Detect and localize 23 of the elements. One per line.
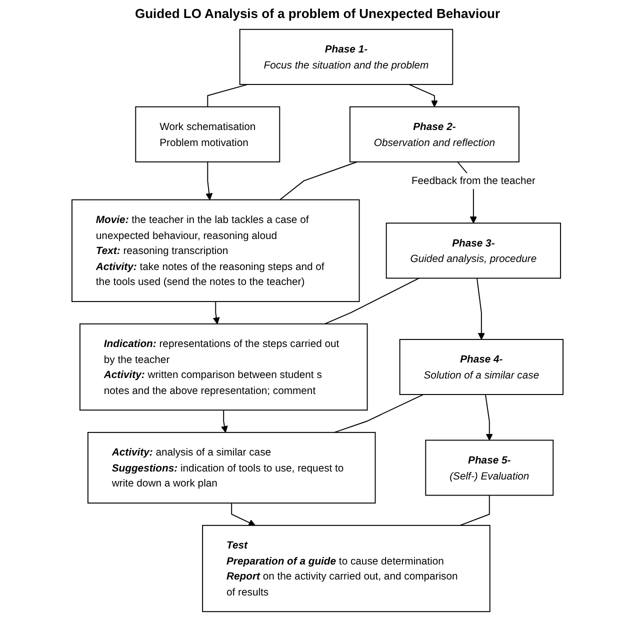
arrow [212, 301, 220, 324]
diagram-title: Guided LO Analysis of a problem of Unexpected Behaviour [134, 5, 502, 23]
node-box: Phase 3- Guided analysis, procedure [386, 222, 562, 279]
node-box: Phase 4- Solution of a similar case [399, 338, 564, 395]
arrow [220, 410, 228, 433]
arrow [484, 394, 493, 441]
arrow [231, 502, 256, 526]
node-box: Movie: the teacher in the lab tackles a case of unexpected behaviour, reasoning aloud Text: reasoning transcription Activity: take notes of the reasoning steps and of the tools used (send the notes to the teacher) [72, 199, 360, 302]
connector [207, 84, 248, 108]
node-box: Indication: representations of the steps carried out by the teacher Activity: written comparison between student s notes and the above representation; comment [79, 323, 368, 411]
node-box: Test Preparation of a guide to cause determination Report on the activity carried out, and comparison of results [202, 524, 490, 612]
node-box: Work schematisation Problem motivation [135, 106, 280, 162]
node-box: Phase 2- Observation and reflection [349, 106, 520, 162]
arrow [408, 84, 438, 108]
arrow [476, 278, 485, 340]
connector [279, 161, 358, 200]
node-box: Phase 5- (Self-) Evaluation [425, 440, 554, 496]
arrow [206, 161, 213, 200]
node-box: Activity: analysis of a similar case Suggestions: indication of tools to use, request to write down a work plan [87, 432, 376, 504]
connector [324, 278, 420, 324]
edge-label: Feedback from the teacher [411, 174, 536, 187]
connector [334, 394, 424, 433]
node-box: Phase 1- Focus the situation and the problem [239, 28, 454, 85]
